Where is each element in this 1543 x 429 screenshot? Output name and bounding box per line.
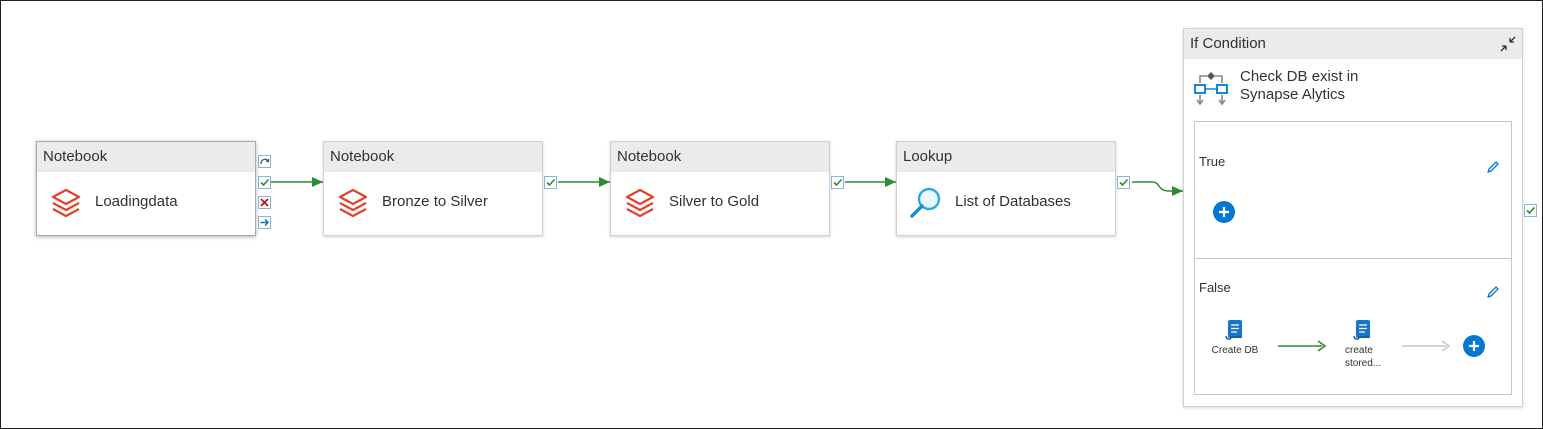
activity-name: Silver to Gold [669,193,760,210]
mini-activity-name: Create DB [1211,345,1259,356]
plus-icon[interactable] [1213,201,1235,223]
activity-loadingdata[interactable]: Notebook Loadingdata [36,141,256,236]
activity-type-label: Notebook [324,142,542,172]
success-port-icon[interactable] [258,176,271,189]
activity-type-label: Notebook [37,142,255,172]
activity-type-label: Lookup [897,142,1115,172]
activity-list-of-databases[interactable]: Lookup List of Databases [896,141,1116,236]
activity-silver-to-gold[interactable]: Notebook Silver to Gold [610,141,830,236]
false-branch-pending-link [1402,340,1451,352]
databricks-icon [625,188,655,218]
pencil-icon[interactable] [1485,159,1501,175]
if-condition-icon [1194,72,1228,106]
stored-procedure-icon [1225,320,1242,340]
activity-name: Bronze to Silver [382,193,488,210]
skip-port-icon[interactable] [258,155,271,168]
activity-bronze-to-silver[interactable]: Notebook Bronze to Silver [323,141,543,236]
success-port-icon[interactable] [544,176,557,189]
activity-name: List of Databases [955,193,1071,210]
success-port-icon[interactable] [831,176,844,189]
magnifier-icon [910,187,941,218]
databricks-icon [338,188,368,218]
false-branch-success-link [1278,340,1327,352]
mini-activity-name: create stored... [1345,345,1382,369]
true-branch[interactable]: True [1194,121,1512,259]
pencil-icon[interactable] [1485,284,1501,300]
branch-label-false: False [1199,280,1231,295]
activity-type-label: If Condition [1184,29,1522,59]
completion-port-icon[interactable] [258,216,271,229]
collapse-icon[interactable] [1498,34,1518,54]
branch-label-true: True [1199,154,1226,169]
activity-type-label: Notebook [611,142,829,172]
false-branch-activity-create-db[interactable]: Create DB [1207,319,1263,357]
failure-port-icon[interactable] [258,196,271,209]
stored-procedure-icon [1353,320,1370,340]
link-lookup-to-if-condition [1132,181,1183,196]
activity-name: Check DB exist in Synapse Alytics [1240,68,1359,103]
plus-icon[interactable] [1463,335,1485,357]
databricks-icon [51,188,81,218]
false-branch-activity-create-stored[interactable]: create stored... [1345,319,1383,370]
success-port-icon[interactable] [1524,204,1537,217]
activity-name: Loadingdata [95,193,178,210]
false-branch[interactable]: False Create DB [1194,258,1512,395]
success-port-icon[interactable] [1117,176,1130,189]
activity-if-condition[interactable]: If Condition Check DB exist in Synapse A… [1183,28,1523,407]
